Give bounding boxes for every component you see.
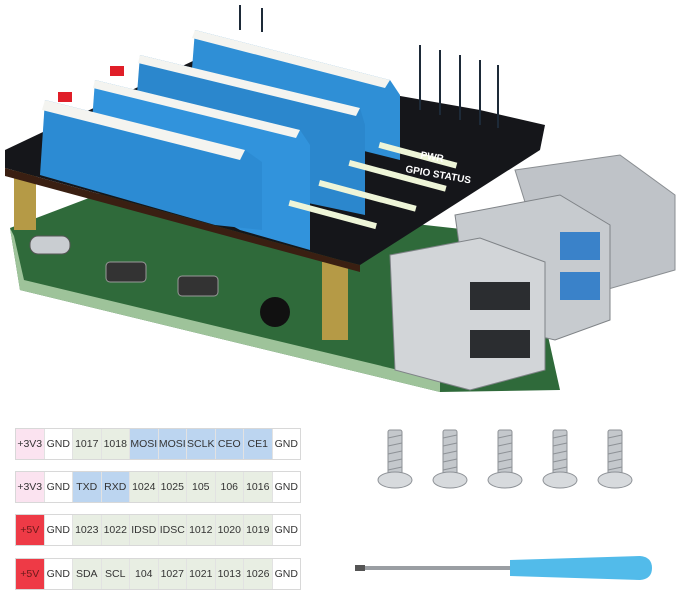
- screw: [487, 429, 523, 489]
- pin-label-cell: RXD: [101, 472, 130, 502]
- micro-hdmi-port: [177, 275, 219, 297]
- pin-label-cell: 106: [215, 472, 244, 502]
- pin-label-cell: SCLK: [187, 429, 216, 459]
- pin-label-cell: GND: [272, 429, 300, 459]
- pin-label-cell: 1023: [73, 515, 102, 545]
- pin-label-cell: 1026: [244, 559, 273, 589]
- screw: [377, 429, 413, 489]
- audio-jack: [260, 297, 290, 327]
- pin-label-cell: 1027: [158, 559, 187, 589]
- pin-label-cell: 1019: [244, 515, 273, 545]
- pin-label-cell: CE1: [244, 429, 273, 459]
- micro-hdmi-port: [105, 261, 147, 283]
- pin-label-cell: 1017: [73, 429, 102, 459]
- accessories: [355, 429, 652, 580]
- pin-label-cell: 1018: [101, 429, 130, 459]
- screw: [597, 429, 633, 489]
- pin-label-cell: +3V3: [16, 429, 45, 459]
- pin-label-cell: GND: [44, 559, 73, 589]
- pin-label-cell: GND: [272, 472, 300, 502]
- pin-label-cell: SCL: [101, 559, 130, 589]
- pin-label-cell: IDSC: [158, 515, 187, 545]
- pin-label-cell: CEO: [215, 429, 244, 459]
- usb-c-port: [29, 235, 71, 255]
- screw: [432, 429, 468, 489]
- pin-label-cell: 1012: [187, 515, 216, 545]
- terminal-block: [40, 92, 262, 230]
- brass-standoff: [322, 262, 348, 340]
- screw: [542, 429, 578, 489]
- pin-label-cell: MOSI: [130, 429, 159, 459]
- pin-label-cell: MOSI: [158, 429, 187, 459]
- pin-label-cell: IDSD: [130, 515, 159, 545]
- pin-label-cell: GND: [44, 472, 73, 502]
- screwdriver: [355, 556, 652, 580]
- pin-label-cell: +5V: [16, 559, 45, 589]
- pin-label-cell: GND: [44, 429, 73, 459]
- pin-label-cell: 1025: [158, 472, 187, 502]
- pin-label-cell: GND: [272, 515, 300, 545]
- pin-label-cell: 1021: [187, 559, 216, 589]
- pin-label-cell: GND: [272, 559, 300, 589]
- pin-label-cell: GND: [44, 515, 73, 545]
- product-photo-board: PWR GPIO STATUS: [5, 5, 676, 392]
- pin-label-cell: +5V: [16, 515, 45, 545]
- pin-label-cell: 1016: [244, 472, 273, 502]
- gpio-status-leds: [288, 142, 458, 230]
- pin-label-cell: 104: [130, 559, 159, 589]
- pin-label-cell: 105: [187, 472, 216, 502]
- pin-label-cell: +3V3: [16, 472, 45, 502]
- hat-label-pwr: PWR: [419, 150, 445, 165]
- pin-label-cell: 1013: [215, 559, 244, 589]
- pin-label-cell: 1020: [215, 515, 244, 545]
- pin-label-cell: SDA: [73, 559, 102, 589]
- gpio-header-pins: [239, 5, 499, 128]
- pin-label-cell: 1024: [130, 472, 159, 502]
- pin-label-cell: TXD: [73, 472, 102, 502]
- pin-label-cell: 1022: [101, 515, 130, 545]
- usb2-ports: [389, 237, 546, 391]
